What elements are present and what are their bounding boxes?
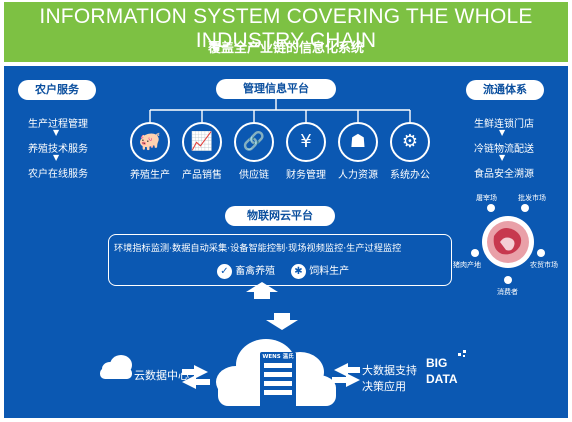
down-arrow-icon: ▼ bbox=[53, 128, 60, 137]
category-label: 产品销售 bbox=[182, 170, 222, 181]
iot-sub-feed: ✱ 饲料生产 bbox=[291, 262, 349, 279]
cloud-data-center-label: 云数据中心 bbox=[134, 369, 189, 382]
big-data-dots-icon bbox=[458, 350, 466, 357]
title-chinese: 覆盖全产业链的信息化系统 bbox=[207, 41, 364, 56]
ring-label-wholesale: 批发市场 bbox=[518, 194, 546, 202]
server-brand-label: WENS 温氏 bbox=[262, 354, 294, 360]
right-item-1: 生鲜连锁门店 bbox=[474, 119, 534, 130]
iot-platform-pill: 物联网云平台 bbox=[225, 206, 335, 226]
header-banner: INFORMATION SYSTEM COVERING THE WHOLE IN… bbox=[4, 2, 568, 62]
feed-badge-icon: ✱ bbox=[291, 263, 306, 279]
category-finance: ¥ 财务管理 bbox=[281, 122, 331, 181]
big-data-support-label: 大数据支持 bbox=[362, 364, 417, 377]
down-arrow-icon: ▼ bbox=[53, 153, 60, 162]
ring-label-origin: 猪肉产地 bbox=[453, 261, 481, 269]
category-supply-chain: 🔗 供应链 bbox=[229, 122, 279, 181]
iot-features-line: 环境指标监测·数据自动采集·设备智能控制·现场视频监控·生产过程监控 bbox=[114, 243, 402, 254]
left-item-1: 生产过程管理 bbox=[28, 119, 88, 130]
title-english: INFORMATION SYSTEM COVERING THE WHOLE IN… bbox=[39, 5, 533, 52]
category-breeding: 🐖 养殖生产 bbox=[125, 122, 175, 181]
sync-arrows-icon bbox=[246, 282, 298, 330]
ring-label-consumer: 消费者 bbox=[497, 288, 518, 296]
category-label: 系统办公 bbox=[390, 170, 430, 181]
right-item-2: 冷链物流配送 bbox=[474, 144, 534, 155]
big-label: BIG bbox=[426, 356, 448, 370]
yen-icon: ¥ bbox=[286, 122, 326, 162]
management-platform-pill: 管理信息平台 bbox=[216, 79, 336, 99]
left-item-2: 养殖技术服务 bbox=[28, 144, 88, 155]
connector-lines bbox=[100, 99, 545, 416]
category-office: ⚙ 系统办公 bbox=[385, 122, 435, 181]
iot-sub-livestock-label: 畜禽养殖 bbox=[235, 266, 276, 277]
decision-app-label: 决策应用 bbox=[362, 380, 406, 393]
chart-icon: 📈 bbox=[182, 122, 222, 162]
category-label: 养殖生产 bbox=[130, 170, 170, 181]
iot-sub-livestock: ✓ 畜禽养殖 bbox=[217, 262, 275, 279]
small-cloud-icon bbox=[100, 355, 132, 379]
gears-icon: ⚙ bbox=[390, 122, 430, 162]
ring-label-slaughterhouse: 屠宰场 bbox=[476, 194, 497, 202]
farmer-services-pill: 农户服务 bbox=[18, 80, 96, 100]
left-exchange-arrows-icon bbox=[182, 365, 210, 389]
data-label: DATA bbox=[426, 372, 458, 386]
ring-label-farmers-market: 农贸市场 bbox=[530, 261, 558, 269]
category-hr: ☗ 人力资源 bbox=[333, 122, 383, 181]
pig-icon: 🐖 bbox=[130, 122, 170, 162]
category-label: 人力资源 bbox=[338, 170, 378, 181]
iot-platform-box bbox=[108, 234, 452, 286]
diagram-panel: 农户服务 生产过程管理 ▼ 养殖技术服务 ▼ 农户在线服务 管理信息平台 🐖 养… bbox=[4, 66, 568, 418]
iot-sub-feed-label: 饲料生产 bbox=[309, 266, 350, 277]
link-icon: 🔗 bbox=[234, 122, 274, 162]
org-chart-icon: ☗ bbox=[338, 122, 378, 162]
cloud-server-icon bbox=[216, 339, 336, 416]
livestock-badge-icon: ✓ bbox=[217, 263, 232, 279]
down-arrow-icon: ▼ bbox=[499, 153, 506, 162]
right-item-3: 食品安全溯源 bbox=[474, 169, 534, 180]
right-exchange-arrows-icon bbox=[332, 363, 360, 387]
category-label: 供应链 bbox=[239, 170, 269, 181]
left-item-3: 农户在线服务 bbox=[28, 169, 88, 180]
distribution-ring-icon bbox=[471, 204, 545, 284]
category-sales: 📈 产品销售 bbox=[177, 122, 227, 181]
down-arrow-icon: ▼ bbox=[499, 128, 506, 137]
circulation-system-pill: 流通体系 bbox=[466, 80, 544, 100]
category-label: 财务管理 bbox=[286, 170, 326, 181]
